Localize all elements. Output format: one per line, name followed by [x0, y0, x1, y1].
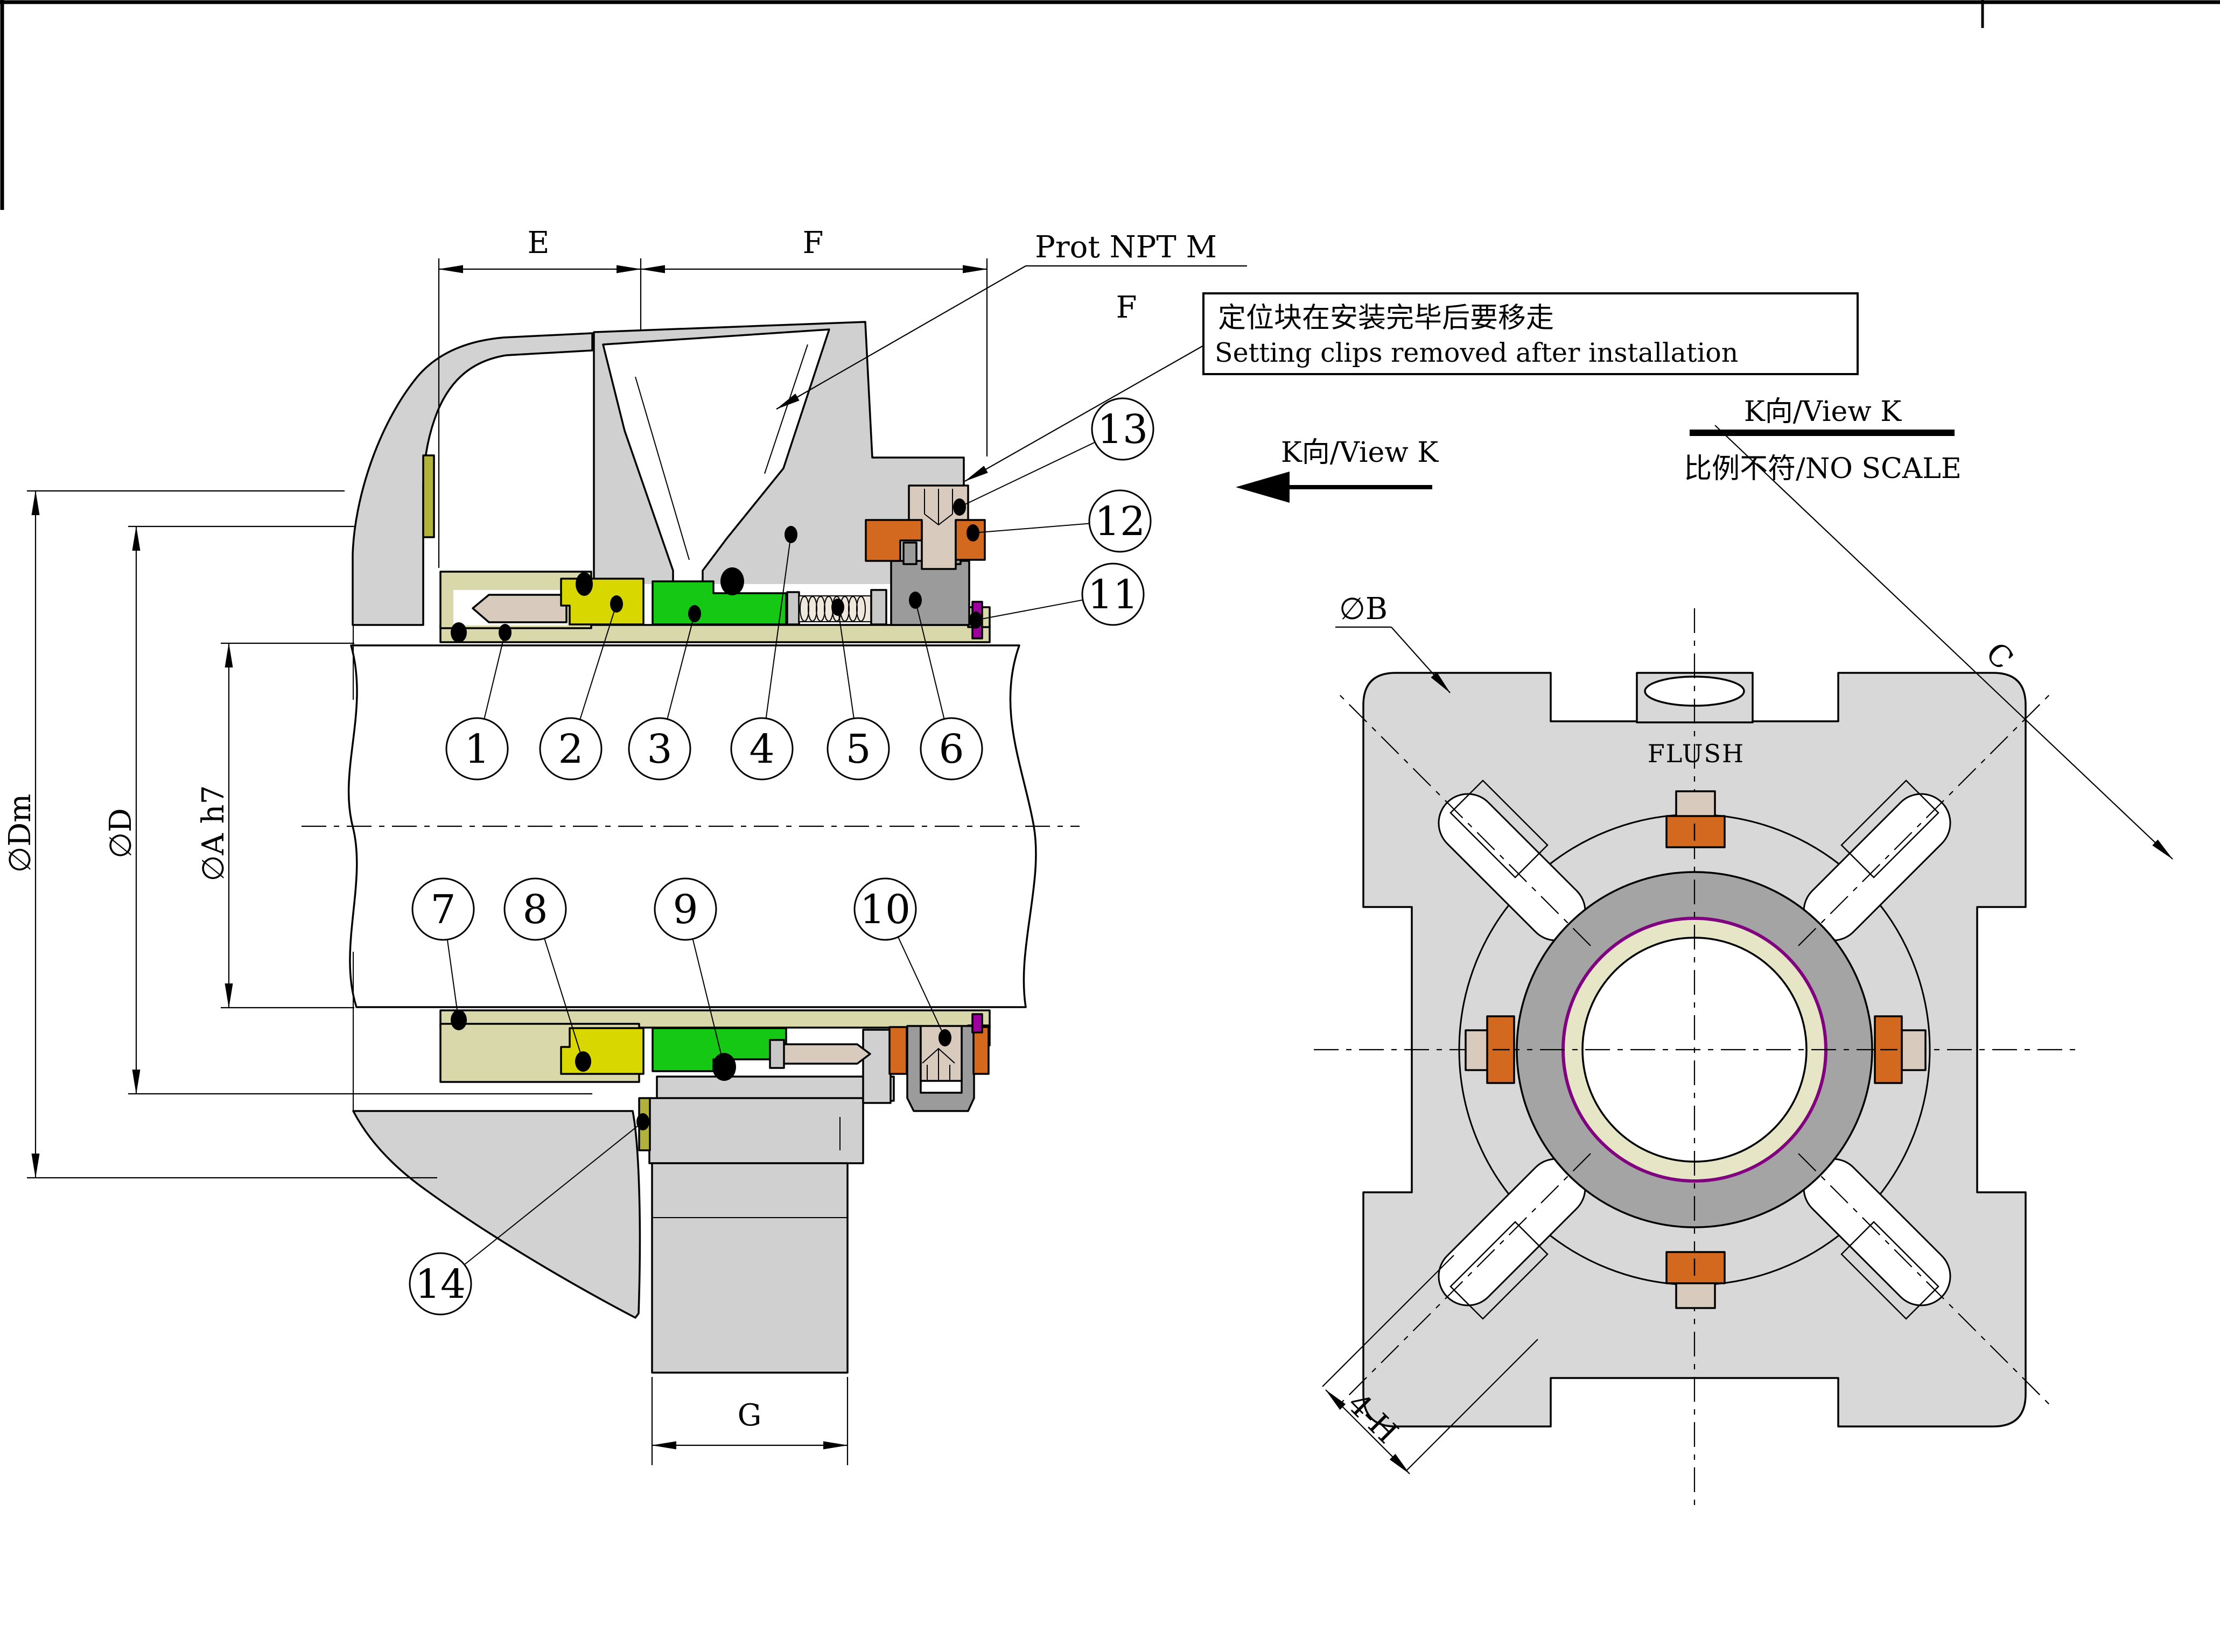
dim-G: G [651, 1377, 849, 1465]
svg-text:4: 4 [749, 726, 774, 772]
view-k-clips [1465, 790, 1927, 1309]
balloon-13: 13 [953, 397, 1154, 516]
svg-text:K向/View K: K向/View K [1744, 396, 1902, 428]
yellow-collar-upper [560, 578, 645, 625]
svg-text:Prot NPT M: Prot NPT M [1035, 230, 1217, 265]
view-k-centerlines [1314, 608, 2078, 1507]
balloon-2: 2 [539, 595, 623, 781]
setting-clip-cluster-lower [888, 1013, 990, 1112]
svg-text:比例不符/NO SCALE: 比例不符/NO SCALE [1684, 453, 1962, 485]
sheet-frame [0, 0, 2220, 210]
svg-text:∅B: ∅B [1339, 592, 1388, 627]
balloon-14: 14 [409, 1113, 649, 1316]
balloon-11: 11 [969, 563, 1145, 629]
svg-text:E: E [528, 226, 550, 261]
svg-text:6: 6 [939, 726, 964, 772]
balloon-7: 7 [411, 877, 475, 1022]
svg-text:13: 13 [1097, 406, 1148, 453]
svg-text:10: 10 [860, 887, 911, 933]
gland-boss [651, 1162, 849, 1374]
svg-text:K向/View K: K向/View K [1281, 437, 1439, 469]
bolt-hex-upper [924, 489, 953, 526]
balloon-6: 6 [909, 592, 983, 781]
port-label: Prot NPT M F [776, 230, 1247, 410]
svg-text:G: G [738, 1398, 762, 1433]
balloon-9: 9 [654, 877, 725, 1067]
balloons: 1 2 3 4 5 6 7 8 9 10 11 12 13 14 [409, 397, 1154, 1316]
view-k: FLUSH ∅B C 4-H K向/View K K向/View K [1236, 396, 2173, 1507]
port-leader [776, 265, 1026, 410]
svg-text:8: 8 [522, 887, 548, 933]
note-box: 定位块在安装完毕后要移走 Setting clips removed after… [964, 292, 1859, 482]
flush-label: FLUSH [1648, 739, 1745, 768]
svg-text:∅Dm: ∅Dm [3, 794, 38, 873]
svg-text:5: 5 [845, 726, 871, 772]
lobe-wedges [1449, 779, 1939, 1320]
svg-text:2: 2 [558, 726, 583, 772]
port-drill-line-2 [635, 376, 690, 560]
setting-strip-upper [422, 454, 435, 538]
svg-text:12: 12 [1095, 498, 1145, 545]
svg-text:定位块在安装完毕后要移走: 定位块在安装完毕后要移走 [1218, 302, 1554, 334]
svg-text:9: 9 [673, 887, 698, 933]
svg-text:∅D: ∅D [103, 808, 138, 859]
svg-text:F: F [803, 226, 824, 261]
svg-text:14: 14 [415, 1261, 466, 1307]
balloon-5: 5 [827, 599, 890, 781]
view-k-arrowhead [1236, 472, 1290, 503]
dim-D: ∅D [103, 525, 592, 1095]
svg-text:1: 1 [464, 726, 489, 772]
green-face-upper [652, 580, 787, 625]
view-k-direction: K向/View K [1236, 437, 1439, 503]
housing-lower [352, 1110, 641, 1319]
note-leader [964, 345, 1204, 482]
balloon-3: 3 [628, 605, 701, 781]
balloon-4: 4 [730, 526, 797, 781]
svg-text:3: 3 [647, 726, 672, 772]
drive-pin-upper [472, 594, 568, 623]
svg-text:11: 11 [1088, 572, 1138, 618]
dim-A: ∅A h7 [196, 642, 354, 1009]
svg-text:C: C [1979, 636, 2020, 677]
purple-oring-lower-a [971, 1013, 983, 1034]
drive-pin-lower [782, 1043, 871, 1065]
balloon-8: 8 [503, 877, 584, 1062]
view-k-title-block: K向/View K 比例不符/NO SCALE [1684, 396, 1962, 485]
dim-F: F [640, 226, 988, 456]
svg-text:F: F [1116, 290, 1137, 325]
svg-text:Setting clips removed after in: Setting clips removed after installation [1215, 338, 1738, 368]
dim-B: ∅B [1335, 592, 1451, 693]
gland-lower [648, 1029, 895, 1374]
clip-bolt-lower [920, 1025, 963, 1082]
balloon-12: 12 [967, 489, 1152, 553]
housing-upper [352, 332, 593, 626]
pin-cap-lower [769, 1039, 785, 1069]
balloon-10: 10 [853, 877, 951, 1046]
svg-text:∅A h7: ∅A h7 [196, 785, 231, 882]
balloon-1: 1 [445, 624, 512, 781]
bolt-hex-lower [922, 1048, 955, 1080]
dim-Dm: ∅Dm [3, 490, 437, 1179]
yellow-collar-lower [560, 1027, 645, 1075]
svg-text:7: 7 [430, 887, 456, 933]
